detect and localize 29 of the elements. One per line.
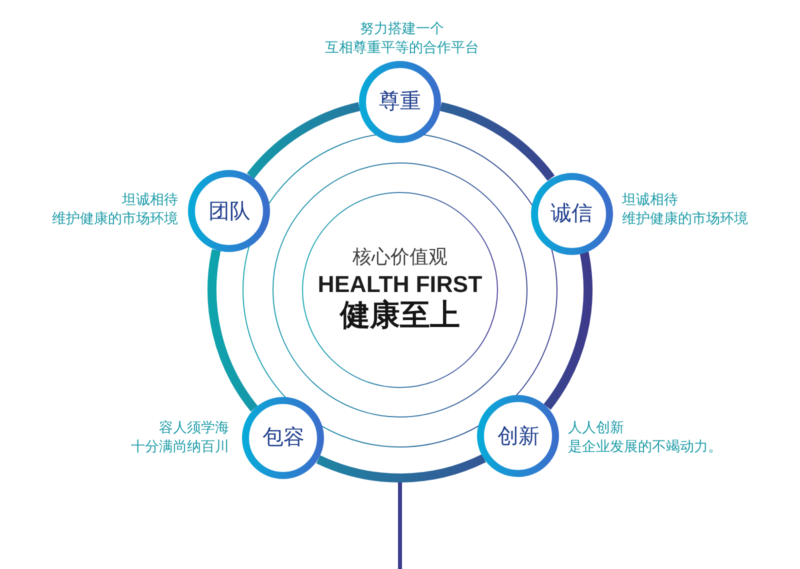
description-text: 容人须学海 <box>159 418 229 438</box>
value-label: 包容 <box>262 424 304 450</box>
description-text: 是企业发展的不竭动力。 <box>568 438 722 456</box>
value-circle <box>242 396 324 479</box>
value-circle <box>359 61 441 143</box>
description-text: 维护健康的市场环境 <box>622 210 748 228</box>
ring-arc <box>208 249 258 412</box>
description-text: 维护健康的市场环境 <box>52 210 178 228</box>
value-circle <box>188 170 270 252</box>
description-text: 坦诚相待 <box>122 190 178 210</box>
value-label: 尊重 <box>379 89 421 115</box>
slogan-text: HEALTH FIRST <box>318 270 482 298</box>
description-text: 互相尊重平等的合作平台 <box>325 38 479 58</box>
ring-arc <box>316 454 486 482</box>
description-text: 努力搭建一个 <box>360 20 444 38</box>
description-text: 坦诚相待 <box>622 190 678 210</box>
ring-arc <box>543 252 592 410</box>
heading-text: 健康至上 <box>340 298 460 334</box>
value-label: 团队 <box>208 198 250 224</box>
value-label: 诚信 <box>550 200 593 226</box>
description-text: 人人创新 <box>568 418 624 438</box>
description-text: 十分满尚纳百川 <box>131 438 229 456</box>
subtitle-text: 核心价值观 <box>352 246 448 269</box>
ring-arc <box>247 102 360 179</box>
value-circle <box>477 395 560 478</box>
value-circle <box>530 172 613 255</box>
core-circle <box>302 192 498 388</box>
ring-arc <box>440 102 555 182</box>
value-label: 创新 <box>497 424 540 449</box>
